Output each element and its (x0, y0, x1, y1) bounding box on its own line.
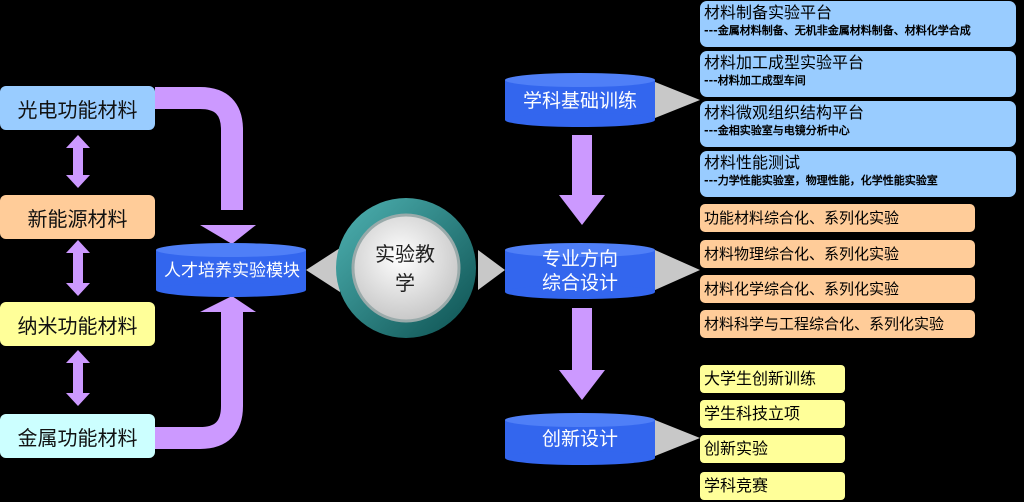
comprehensive-item: 功能材料综合化、系列化实验 (700, 204, 975, 232)
comprehensive-item: 材料物理综合化、系列化实验 (700, 240, 975, 268)
training-module: 人才培养实验模块 (164, 261, 300, 281)
platform-sub: ---金相实验室与电镜分析中心 (704, 124, 850, 137)
stage-basic: 学科基础训练 (522, 90, 637, 112)
platform-title: 材料加工成型实验平台 (704, 53, 865, 72)
platform-title: 材料性能测试 (704, 153, 801, 172)
double-arrow-icon (66, 350, 90, 406)
arrow-down-icon (559, 135, 605, 225)
cylinders (156, 73, 655, 465)
stage-comprehensive: 专业方向 综合设计 (541, 248, 618, 294)
innovation-item: 学科竞赛 (700, 472, 845, 500)
center-label: 实验教学 (375, 242, 435, 295)
platform-box: 材料加工成型实验平台 ---材料加工成型车间 (700, 51, 1016, 97)
comprehensive-item: 材料科学与工程综合化、系列化实验 (700, 310, 975, 338)
stage-innovation: 创新设计 (541, 428, 618, 450)
platform-sub: ---金属材料制备、无机非金属材料制备、材料化学合成 (704, 24, 971, 37)
platform-sub: ---材料加工成型车间 (704, 74, 806, 87)
material-box-optoelectronic: 光电功能材料 (0, 86, 155, 130)
curve-arrow-top (155, 87, 243, 210)
platform-title: 材料制备实验平台 (704, 3, 833, 22)
platform-box: 材料制备实验平台 ---金属材料制备、无机非金属材料制备、材料化学合成 (700, 1, 1016, 47)
platform-sub: ---力学性能实验室，物理性能，化学性能实验室 (704, 174, 938, 187)
material-box-new-energy: 新能源材料 (0, 195, 155, 239)
arrow-head-up (200, 296, 256, 312)
double-arrow-icon (66, 240, 90, 296)
innovation-item: 学生科技立项 (700, 400, 845, 428)
material-box-metal: 金属功能材料 (0, 414, 155, 458)
innovation-item: 创新实验 (700, 435, 845, 463)
platform-title: 材料微观组织结构平台 (704, 103, 865, 122)
arrow-down-icon (559, 308, 605, 400)
material-box-nano: 纳米功能材料 (0, 302, 155, 346)
platform-box: 材料微观组织结构平台 ---金相实验室与电镜分析中心 (700, 101, 1016, 147)
arrow-head-down (200, 225, 256, 244)
double-arrow-icon (66, 135, 90, 188)
curve-arrow-bottom (155, 312, 243, 449)
innovation-item: 大学生创新训练 (700, 365, 845, 393)
comprehensive-item: 材料化学综合化、系列化实验 (700, 275, 975, 303)
platform-box: 材料性能测试 ---力学性能实验室，物理性能，化学性能实验室 (700, 151, 1016, 197)
